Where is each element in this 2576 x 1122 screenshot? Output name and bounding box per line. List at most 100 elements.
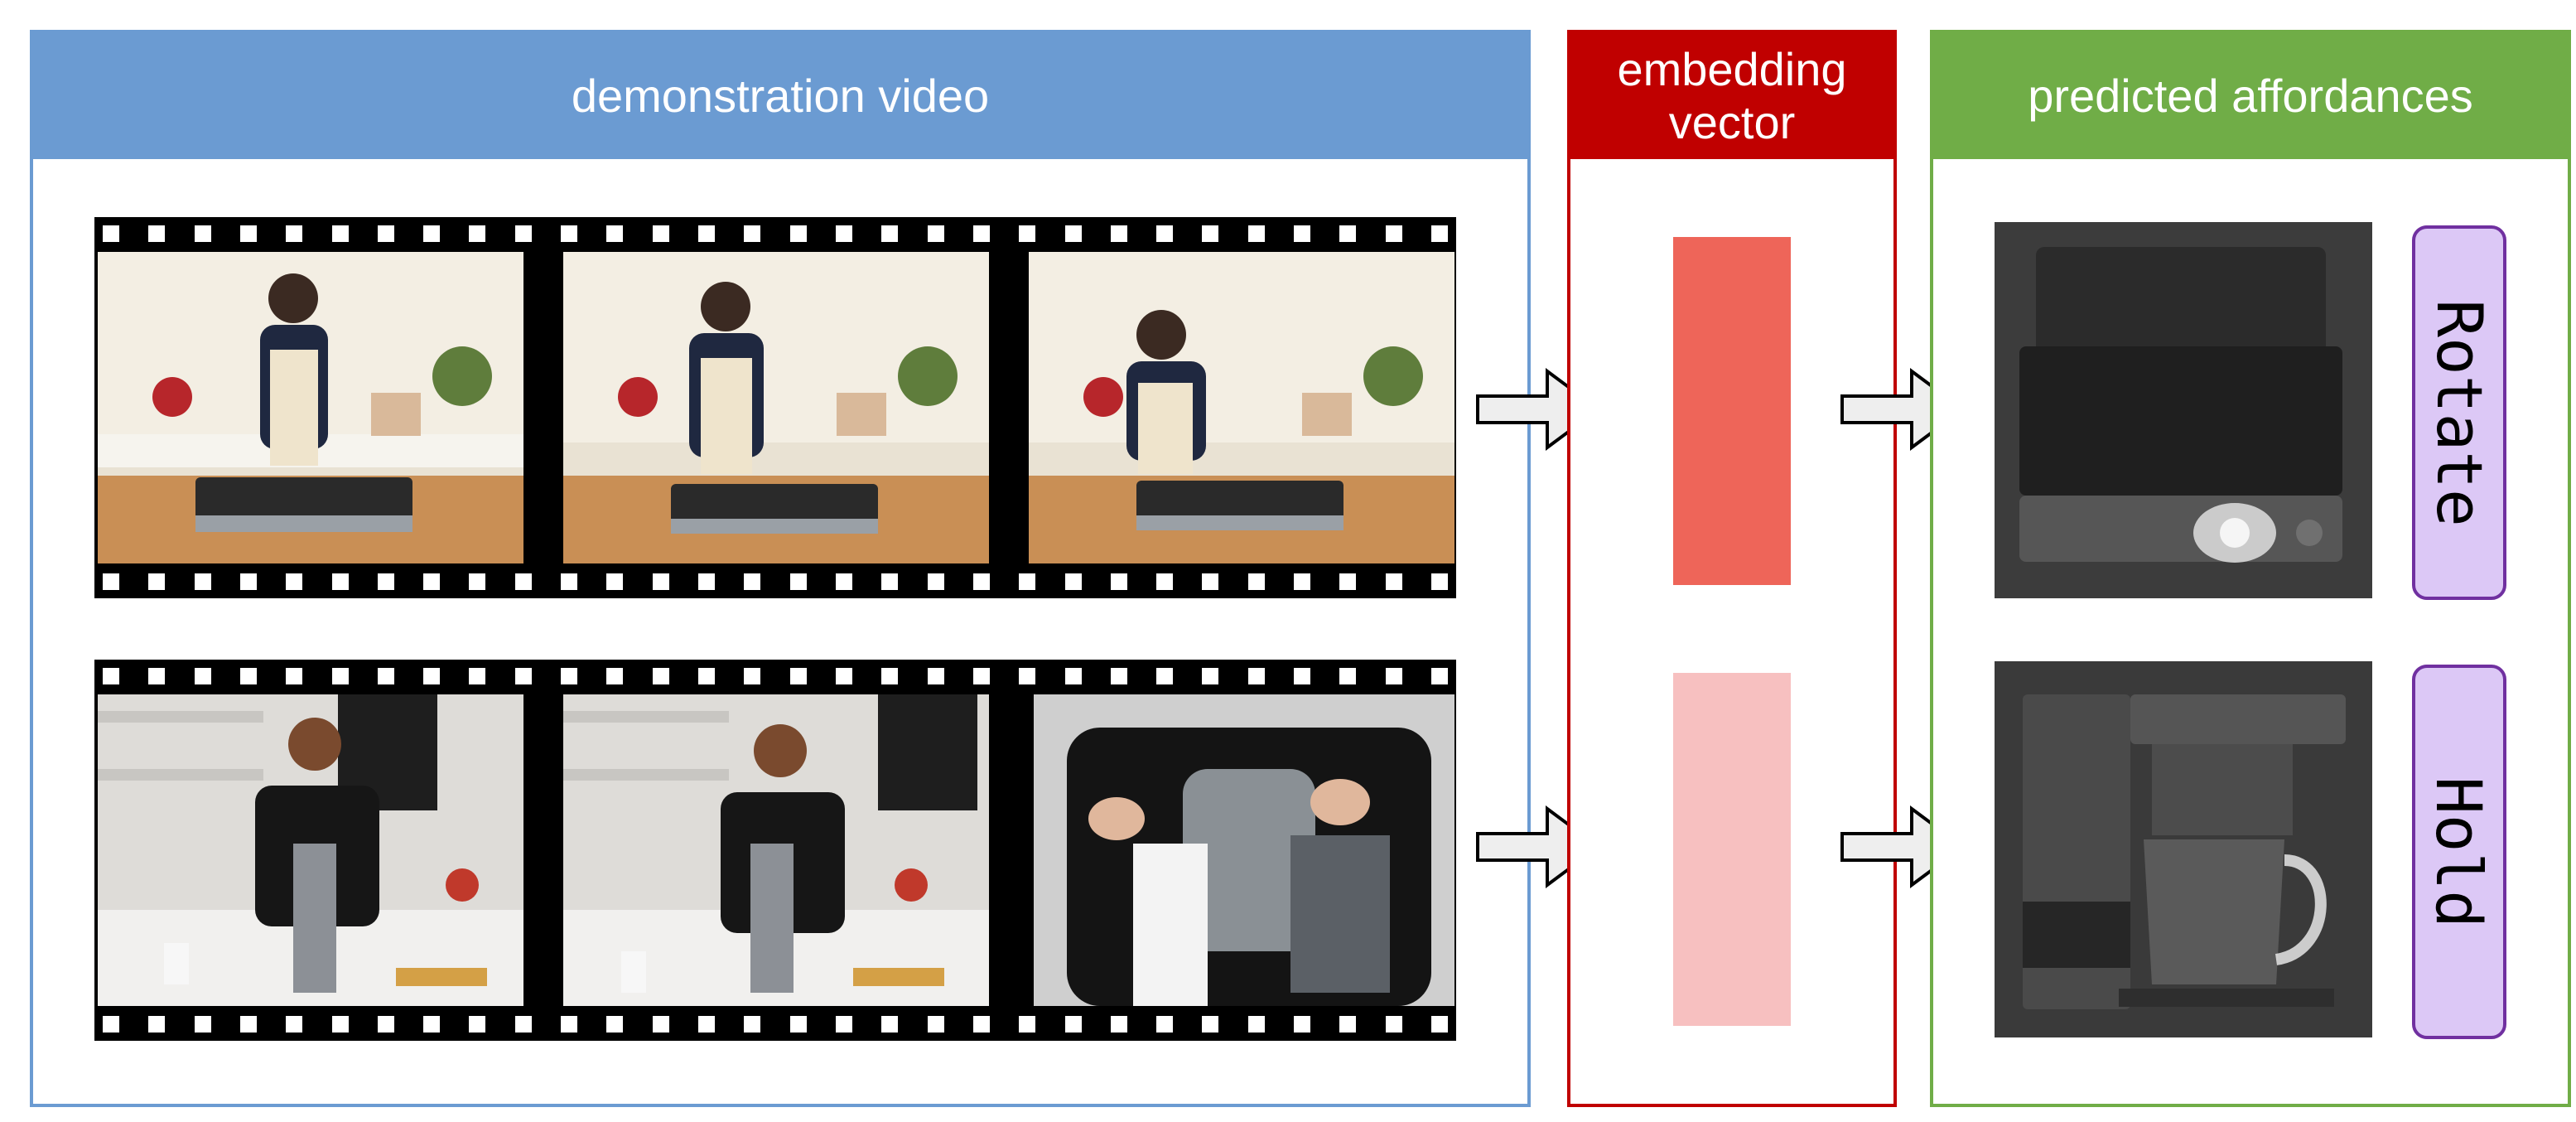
film-perforation xyxy=(194,668,211,684)
film-perforation xyxy=(1339,668,1357,684)
film-perforation xyxy=(1339,1016,1357,1033)
film-perforation xyxy=(377,668,394,684)
coffee-pour-closeup-image xyxy=(1034,694,1454,1006)
film-perforation xyxy=(1385,1016,1402,1033)
film-perforation xyxy=(1294,573,1311,590)
film-perforation xyxy=(835,225,852,242)
film-perforation xyxy=(331,573,349,590)
film-perforation xyxy=(377,225,394,242)
film-perforation xyxy=(744,668,761,684)
film-perforation xyxy=(881,668,899,684)
film-perforation xyxy=(1247,225,1265,242)
film-perforation xyxy=(239,225,257,242)
film-perforation xyxy=(469,1016,486,1033)
film-perforation xyxy=(1431,225,1448,242)
film-perforation xyxy=(606,1016,624,1033)
film-perforation xyxy=(148,573,166,590)
film-perforation xyxy=(239,1016,257,1033)
video-frame-coffee-3 xyxy=(1034,694,1454,1006)
film-perforation xyxy=(881,573,899,590)
film-perforation xyxy=(514,1016,532,1033)
film-perforation xyxy=(1339,573,1357,590)
film-perforation xyxy=(652,573,669,590)
film-perforation xyxy=(1247,1016,1265,1033)
film-perforation xyxy=(239,573,257,590)
film-perforation xyxy=(927,1016,944,1033)
film-perforation xyxy=(1019,573,1036,590)
film-perforation xyxy=(972,1016,990,1033)
coffee-maker-image xyxy=(1995,661,2372,1037)
film-perforation xyxy=(789,668,807,684)
kitchen-scene-image xyxy=(98,694,523,1006)
film-perforation xyxy=(1110,225,1127,242)
affordance-label-hold: Hold xyxy=(2412,665,2506,1039)
video-frame-coffee-1 xyxy=(98,694,523,1006)
film-perforation xyxy=(652,225,669,242)
film-perforation xyxy=(652,1016,669,1033)
film-perforations-bottom xyxy=(94,573,1456,590)
film-perforation xyxy=(194,225,211,242)
film-perforation xyxy=(1064,225,1082,242)
film-perforation xyxy=(377,1016,394,1033)
film-perforation xyxy=(1156,573,1174,590)
film-perforation xyxy=(1064,573,1082,590)
film-perforation xyxy=(789,225,807,242)
film-perforation xyxy=(1156,225,1174,242)
film-perforations-bottom xyxy=(94,1016,1456,1033)
kitchen-scene-image xyxy=(98,252,523,563)
kitchen-scene-image xyxy=(563,694,989,1006)
film-perforation xyxy=(881,1016,899,1033)
film-perforation xyxy=(881,225,899,242)
video-frame-coffee-2 xyxy=(563,694,989,1006)
film-perforation xyxy=(1385,573,1402,590)
film-perforation xyxy=(1064,668,1082,684)
film-perforation xyxy=(1064,1016,1082,1033)
film-perforation xyxy=(1202,1016,1219,1033)
video-frame-grill-1 xyxy=(98,252,523,563)
film-perforation xyxy=(835,1016,852,1033)
film-perforation xyxy=(1247,573,1265,590)
film-perforation xyxy=(698,225,716,242)
film-perforations-top xyxy=(94,225,1456,242)
film-perforation xyxy=(1019,1016,1036,1033)
film-perforation xyxy=(606,225,624,242)
film-perforation xyxy=(1385,225,1402,242)
film-perforation xyxy=(103,668,119,684)
film-perforation xyxy=(927,573,944,590)
film-perforation xyxy=(698,668,716,684)
embedding-vector-coffee xyxy=(1673,673,1791,1026)
kitchen-scene-image xyxy=(1029,252,1454,563)
grill-image xyxy=(1995,222,2372,598)
film-perforation xyxy=(972,225,990,242)
film-perforation xyxy=(1294,1016,1311,1033)
film-perforation xyxy=(331,225,349,242)
film-perforation xyxy=(103,573,119,590)
film-perforation xyxy=(927,668,944,684)
film-perforation xyxy=(1339,225,1357,242)
film-perforation xyxy=(423,573,441,590)
film-perforation xyxy=(148,225,166,242)
film-perforation xyxy=(744,225,761,242)
embedding-vector-panel: embedding vector xyxy=(1567,30,1897,1107)
film-perforation xyxy=(698,1016,716,1033)
film-perforation xyxy=(561,573,578,590)
film-perforation xyxy=(286,573,303,590)
film-perforation xyxy=(331,1016,349,1033)
predicted-affordances-header: predicted affordances xyxy=(1933,33,2568,159)
film-perforation xyxy=(789,1016,807,1033)
film-perforation xyxy=(698,573,716,590)
film-perforation xyxy=(606,668,624,684)
film-strip-coffee-maker xyxy=(94,660,1456,1041)
film-perforation xyxy=(423,225,441,242)
film-strip-grill xyxy=(94,217,1456,598)
film-perforation xyxy=(1294,668,1311,684)
video-frame-grill-3 xyxy=(1029,252,1454,563)
grill-affordance-image xyxy=(1995,222,2372,598)
film-perforation xyxy=(927,225,944,242)
film-perforation xyxy=(377,573,394,590)
film-perforation xyxy=(103,225,119,242)
film-perforation xyxy=(835,573,852,590)
film-perforation xyxy=(1019,668,1036,684)
film-perforation xyxy=(1202,573,1219,590)
affordance-label-text: Hold xyxy=(2422,776,2496,928)
